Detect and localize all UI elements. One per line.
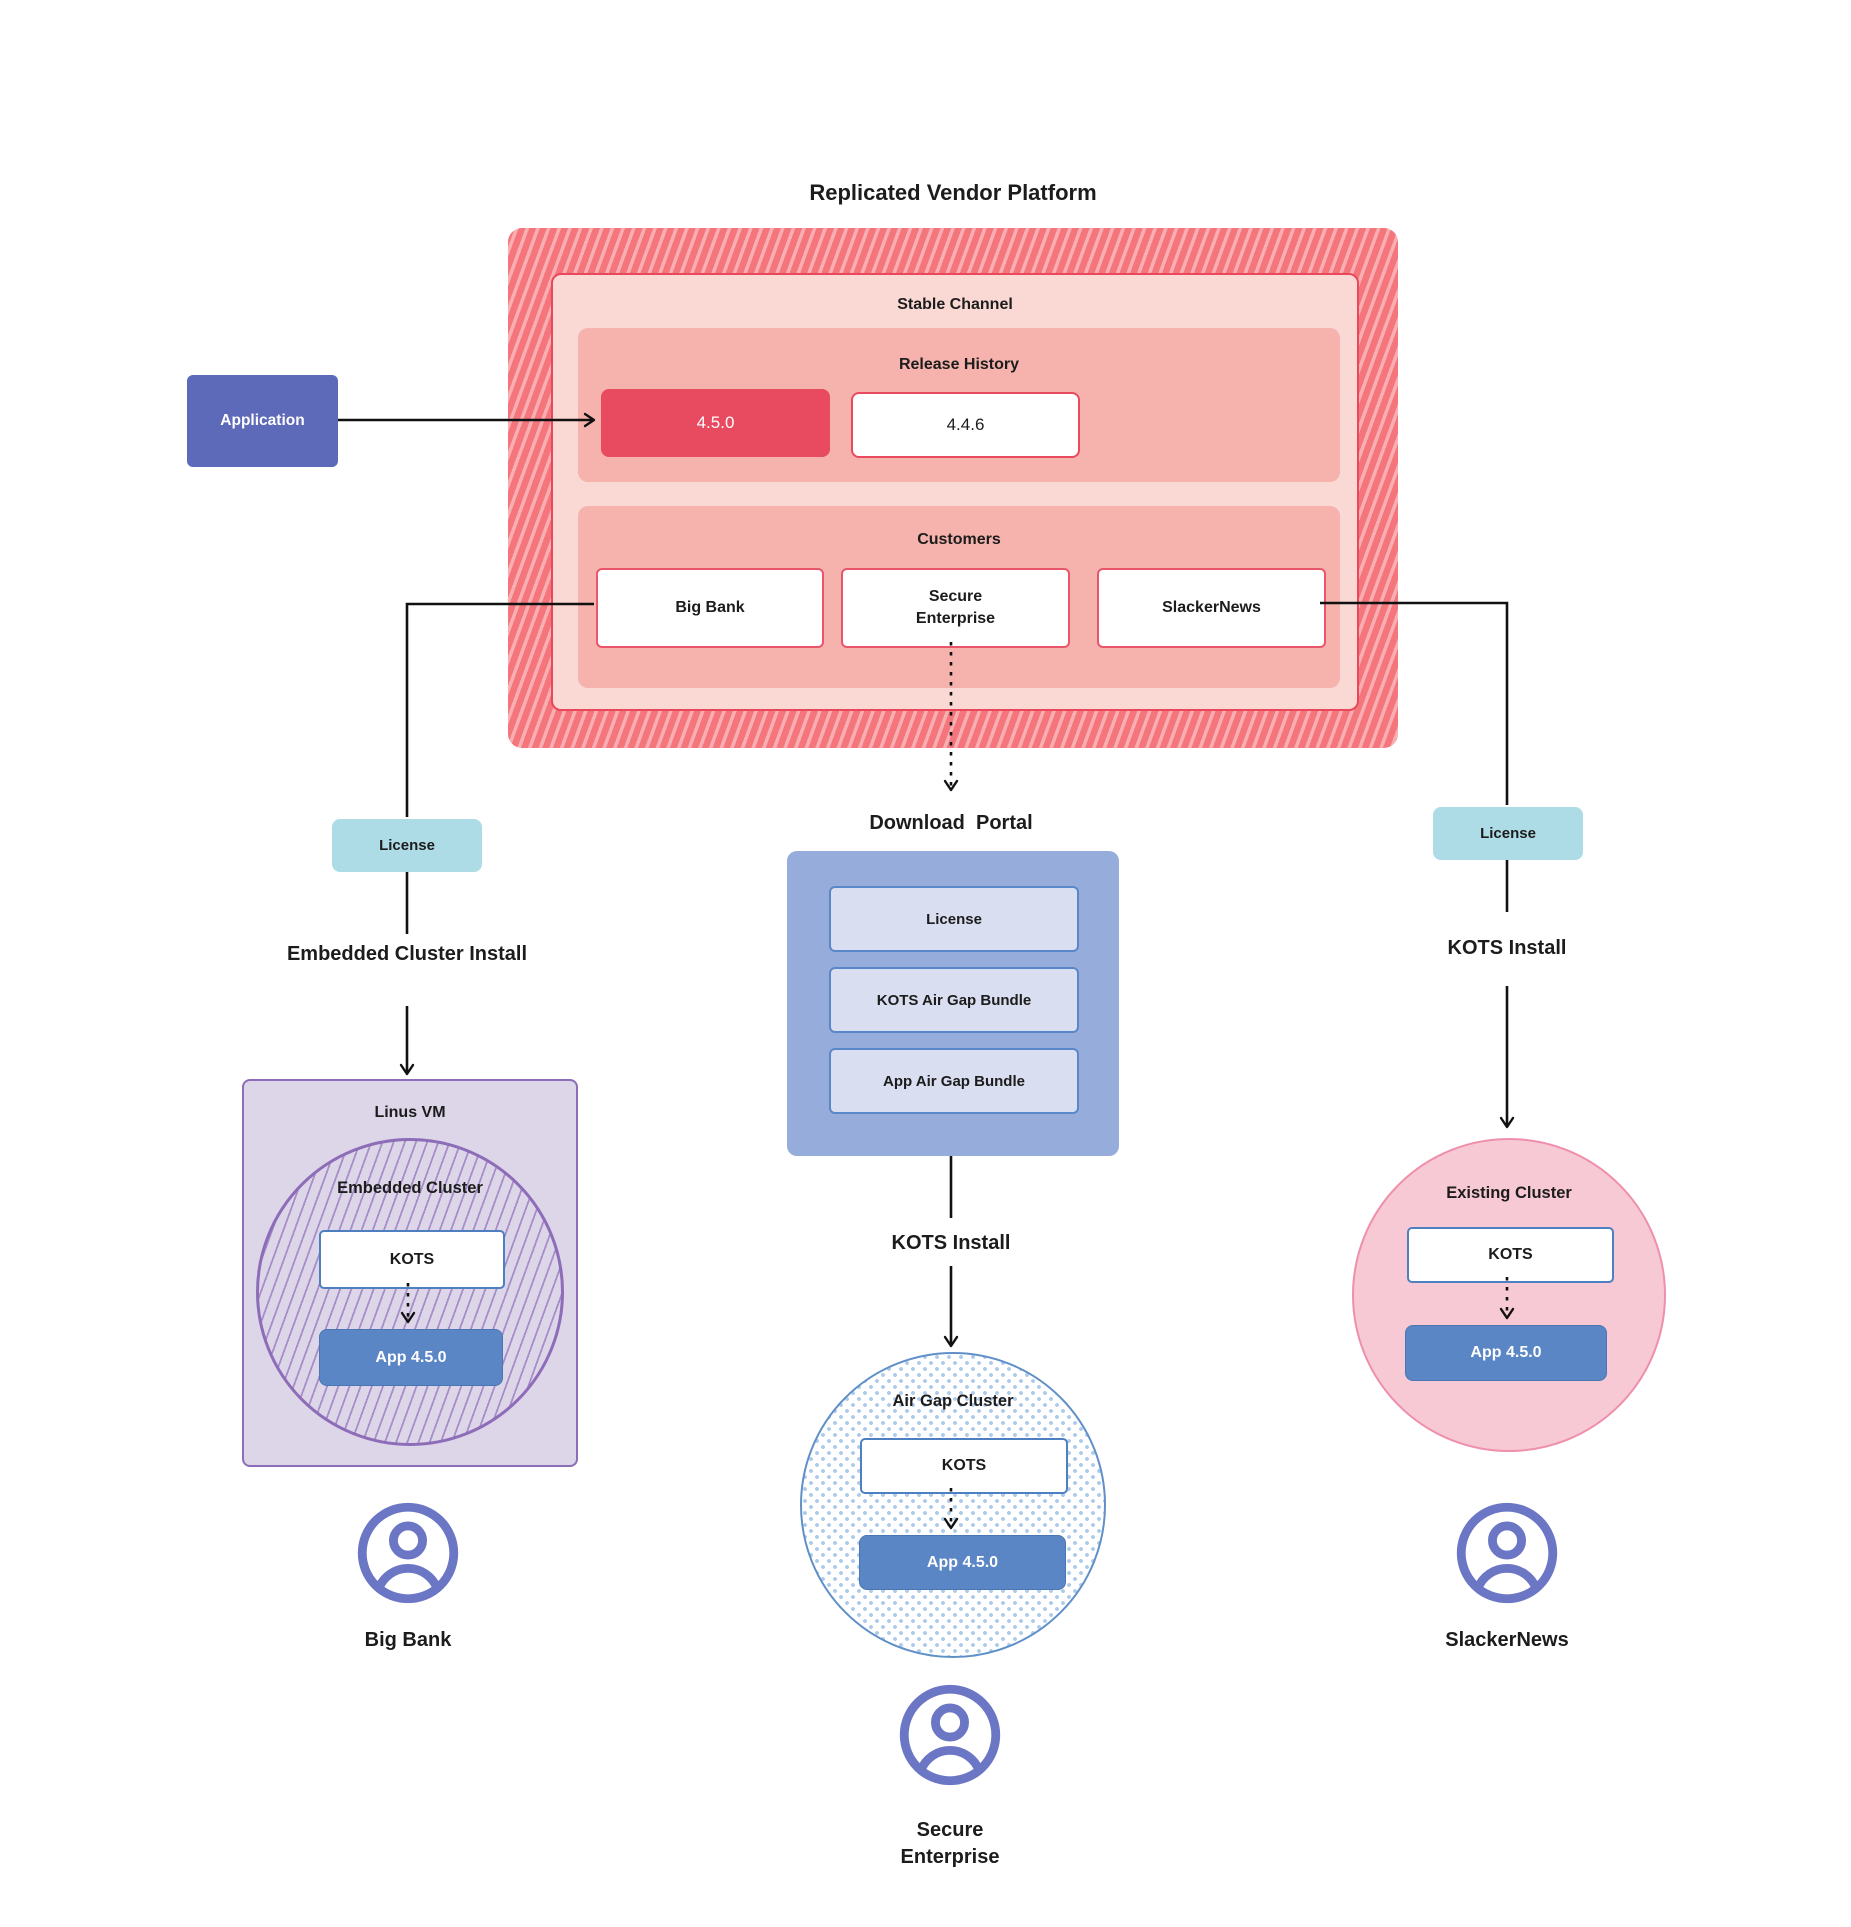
kots-label: KOTS [389,1250,435,1268]
release-version: 4.4.6 [946,415,985,434]
kots-box-right: KOTS [1407,1227,1614,1283]
app-box-middle: App 4.5.0 [859,1535,1066,1590]
portal-item-kots-air-gap-bundle: KOTS Air Gap Bundle [829,967,1079,1033]
customer-box-secure-enterprise: Secure Enterprise [841,568,1070,648]
release-version: 4.5.0 [696,413,735,432]
user-label-big-bank: Big Bank [364,1629,452,1651]
portal-item-app-air-gap-bundle: App Air Gap Bundle [829,1048,1079,1114]
user-icon-slackernews [1455,1501,1559,1605]
application-box: Application [187,375,338,467]
portal-item-label: KOTS Air Gap Bundle [876,991,1032,1009]
license-box-left: License [332,819,482,872]
application-label: Application [220,412,305,429]
customer-name: Secure Enterprise [915,588,996,627]
customers-box: Customers Big Bank Secure Enterprise Sla… [578,506,1340,688]
app-label: App 4.5.0 [375,1348,447,1366]
stable-channel-label: Stable Channel [897,296,1013,313]
user-label-secure-enterprise: Secure Enterprise [900,1819,1000,1868]
license-label: License [379,837,435,854]
user-icon [899,1684,1001,1786]
app-box-right: App 4.5.0 [1405,1325,1607,1381]
release-history-label: Release History [898,356,1020,373]
kots-box-left: KOTS [319,1230,505,1289]
license-label: License [1480,825,1536,842]
page-title: Replicated Vendor Platform [809,180,1097,205]
user-label-slackernews: SlackerNews [1445,1629,1569,1651]
kots-label: KOTS [941,1457,987,1474]
user-icon [1456,1502,1558,1604]
kots-box-middle: KOTS [860,1438,1068,1494]
release-history-box: Release History 4.5.0 4.4.6 [578,328,1340,482]
user-icon-secure-enterprise [898,1683,1002,1787]
customer-box-slackernews: SlackerNews [1097,568,1326,648]
app-box-left: App 4.5.0 [319,1329,503,1386]
kots-install-label-middle: KOTS Install [891,1232,1011,1254]
portal-item-label: License [926,910,982,928]
download-portal-title: Download Portal [869,812,1033,834]
license-box-right: License [1433,807,1583,860]
customers-label: Customers [917,531,1001,548]
user-icon [357,1502,459,1604]
embedded-cluster-label: Embedded Cluster [337,1179,483,1197]
existing-cluster-label: Existing Cluster [1446,1184,1572,1202]
customer-name: Big Bank [675,599,745,616]
app-label: App 4.5.0 [1470,1344,1542,1361]
user-icon-big-bank [356,1501,460,1605]
linus-vm-label: Linus VM [374,1104,446,1121]
release-box-4-5-0: 4.5.0 [601,389,830,457]
air-gap-cluster-label: Air Gap Cluster [892,1392,1014,1410]
embedded-cluster-install-label: Embedded Cluster Install [286,943,528,965]
stable-channel-box: Stable Channel Release History 4.5.0 4.4… [551,273,1359,711]
vendor-platform-box: Stable Channel Release History 4.5.0 4.4… [508,228,1398,748]
existing-cluster-circle: Existing Cluster KOTS App 4.5.0 [1352,1138,1666,1452]
portal-item-label: App Air Gap Bundle [883,1072,1025,1090]
kots-label: KOTS [1488,1246,1533,1263]
customer-name: SlackerNews [1162,599,1261,616]
customer-box-big-bank: Big Bank [596,568,824,648]
release-box-4-4-6: 4.4.6 [851,392,1080,458]
app-label: App 4.5.0 [926,1553,999,1571]
linus-vm-box: Linus VM Embedded Cluster KOTS App 4.5.0 [242,1079,578,1467]
air-gap-cluster-circle: Air Gap Cluster KOTS App 4.5.0 [800,1352,1106,1658]
kots-install-label-right: KOTS Install [1447,937,1567,959]
download-portal-box: License KOTS Air Gap Bundle App Air Gap … [787,851,1119,1156]
embedded-cluster-circle: Embedded Cluster KOTS App 4.5.0 [256,1138,564,1446]
portal-item-license: License [829,886,1079,952]
